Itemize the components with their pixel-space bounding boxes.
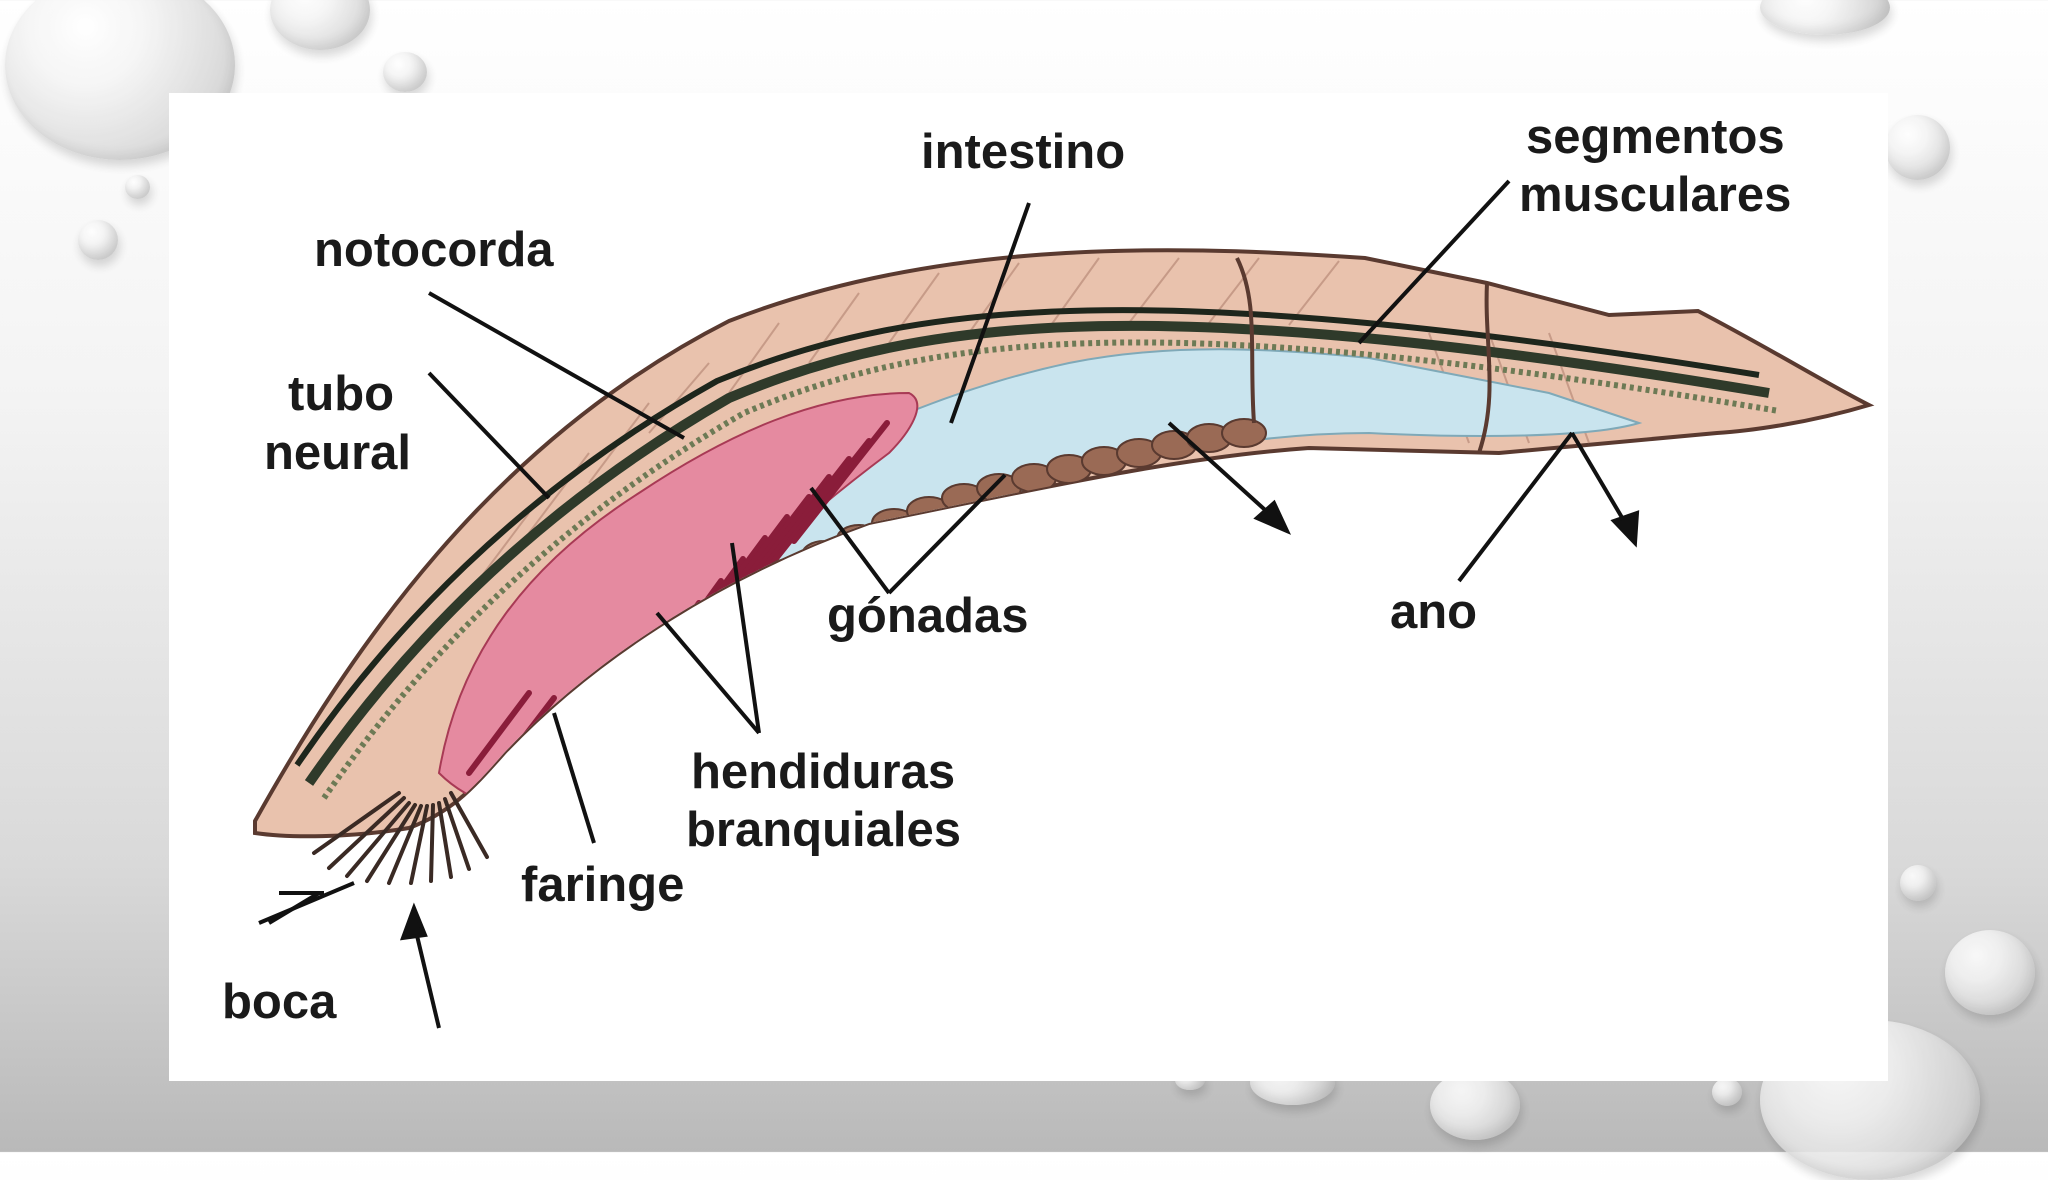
- notochord-shape: [304, 320, 1770, 786]
- label-hendiduras: hendiduras: [691, 745, 956, 799]
- water-drop: [1760, 0, 1890, 35]
- water-drop: [1945, 930, 2035, 1015]
- water-drop: [1900, 865, 1936, 901]
- diagram-frame: intestino segmentos musculares notocorda…: [169, 93, 1888, 1081]
- label-neural: neural: [264, 426, 412, 480]
- label-notocorda: notocorda: [314, 223, 554, 277]
- water-drop: [383, 52, 427, 92]
- label-branquiales: branquiales: [686, 803, 962, 857]
- water-drop: [1885, 115, 1950, 180]
- label-gonadas: gónadas: [827, 589, 1029, 643]
- label-intestino: intestino: [921, 125, 1126, 179]
- water-drop: [125, 175, 150, 199]
- neural-tube-shape: [294, 307, 1760, 767]
- label-faringe: faringe: [521, 858, 685, 912]
- water-drop: [1430, 1070, 1520, 1140]
- label-musculares: musculares: [1519, 168, 1792, 222]
- label-segmentos: segmentos: [1526, 110, 1785, 164]
- amphioxus-diagram: [253, 179, 1875, 1029]
- label-ano: ano: [1390, 585, 1478, 639]
- water-drop: [1712, 1078, 1742, 1106]
- label-boca: boca: [222, 975, 337, 1029]
- water-drop: [270, 0, 370, 50]
- water-drop: [78, 220, 118, 260]
- label-tubo: tubo: [288, 367, 395, 421]
